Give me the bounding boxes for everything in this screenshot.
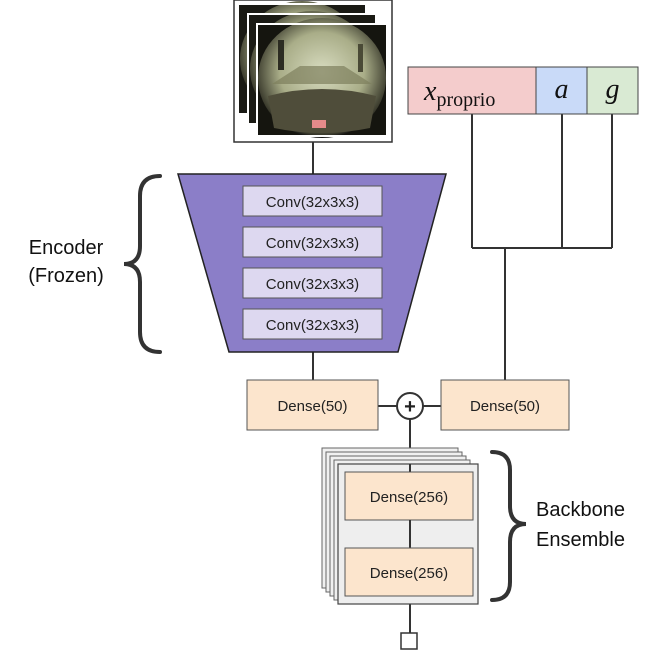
sum-node: +: [396, 392, 424, 420]
output-node: [400, 632, 418, 650]
ensemble-label: Ensemble: [536, 529, 625, 551]
backbone-dense-layer: Dense(256): [344, 547, 474, 597]
encoder-trapezoid: [177, 173, 447, 353]
goal-input-cell: [586, 66, 639, 115]
encoder-label: Encoder: [29, 237, 104, 259]
proprio-input-label: xproprio: [423, 76, 495, 111]
conv-layer-label: Conv(32x3x3): [266, 235, 359, 252]
camera-frame-3: [256, 18, 388, 138]
backbone-ensemble: Dense(256) Dense(256): [321, 447, 479, 605]
camera-image-stack: [233, 0, 393, 143]
conv-layer: Conv(32x3x3): [242, 267, 383, 299]
encoder-frozen-label: (Frozen): [28, 265, 104, 287]
conv-layer-label: Conv(32x3x3): [266, 194, 359, 211]
conv-layer: Conv(32x3x3): [242, 308, 383, 340]
image-dense-label: Dense(50): [277, 398, 347, 415]
goal-input-label: g: [606, 74, 620, 105]
backbone-label: Backbone: [536, 499, 625, 521]
state-dense-layer: Dense(50): [440, 379, 570, 431]
connectors: [312, 114, 613, 633]
conv-layer-label: Conv(32x3x3): [266, 317, 359, 334]
image-dense-layer: Dense(50): [246, 379, 379, 431]
action-input-label: a: [555, 74, 569, 105]
proprio-input-cell: [407, 66, 537, 115]
conv-layer-label: Conv(32x3x3): [266, 276, 359, 293]
action-input-cell: [535, 66, 588, 115]
conv-layer: Conv(32x3x3): [242, 226, 383, 258]
state-inputs: xproprio a g: [407, 66, 639, 115]
state-dense-label: Dense(50): [470, 398, 540, 415]
encoder-brace: [123, 174, 162, 354]
conv-layer: Conv(32x3x3): [242, 185, 383, 217]
sum-symbol: +: [404, 396, 416, 418]
backbone-dense-label: Dense(256): [370, 489, 448, 506]
backbone-brace: [490, 450, 527, 602]
backbone-dense-label: Dense(256): [370, 565, 448, 582]
backbone-dense-layer: Dense(256): [344, 471, 474, 521]
encoder-block: Conv(32x3x3) Conv(32x3x3) Conv(32x3x3) C…: [177, 173, 447, 353]
